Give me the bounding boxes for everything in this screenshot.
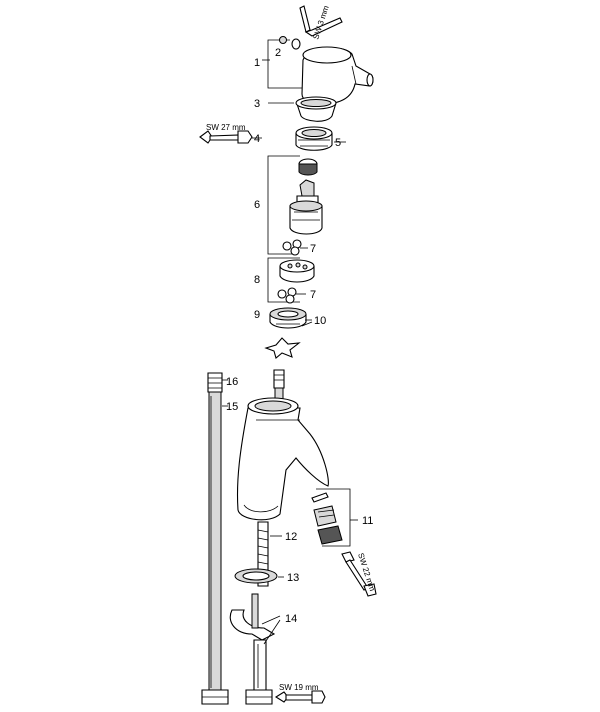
o-ring [277, 289, 287, 299]
callout-5: 5 [335, 137, 341, 149]
cartridge-part-6 [267, 155, 323, 256]
callout-7b: 7 [310, 289, 316, 301]
tool-label-sw19: SW 19 mm [279, 683, 319, 692]
callout-16: 16 [226, 376, 238, 388]
callout-13: 13 [287, 572, 299, 584]
callout-4: 4 [254, 133, 260, 145]
wrench-icon [199, 130, 262, 144]
nut-part-5 [295, 126, 346, 151]
wrench-icon [341, 551, 377, 597]
o-ring [282, 241, 292, 251]
callout-9: 9 [254, 309, 260, 321]
spout-body [236, 369, 329, 521]
callout-2: 2 [275, 47, 281, 59]
aerator-part-11 [311, 488, 358, 547]
callout-12: 12 [285, 531, 297, 543]
ring-part-3 [268, 96, 337, 122]
tool-label-sw27: SW 27 mm [206, 123, 246, 132]
callout-7a: 7 [310, 243, 316, 255]
washer-part-13 [234, 568, 284, 584]
hose-part-15 [201, 372, 229, 705]
tool-label-sw3: SW 3 mm [311, 4, 331, 40]
insert-part-9 [264, 307, 313, 359]
allen-key-icon [299, 5, 343, 37]
grub-screw [279, 36, 287, 44]
fixing-plate-part-14 [229, 593, 281, 705]
callout-15: 15 [226, 401, 238, 413]
callout-10: 10 [314, 315, 326, 327]
o-ring [285, 294, 295, 304]
wrench-icon [274, 690, 326, 704]
cap [291, 38, 301, 50]
o-ring [290, 246, 300, 256]
callout-11: 11 [362, 515, 373, 527]
callout-6: 6 [254, 199, 260, 211]
callout-3: 3 [254, 98, 260, 110]
callout-1: 1 [254, 57, 260, 69]
callout-8: 8 [254, 274, 260, 286]
handle-assembly [262, 5, 374, 105]
callout-14: 14 [285, 613, 297, 625]
seat-part-8 [267, 257, 315, 304]
tool-label-sw22: SW 22 mm [356, 552, 377, 593]
